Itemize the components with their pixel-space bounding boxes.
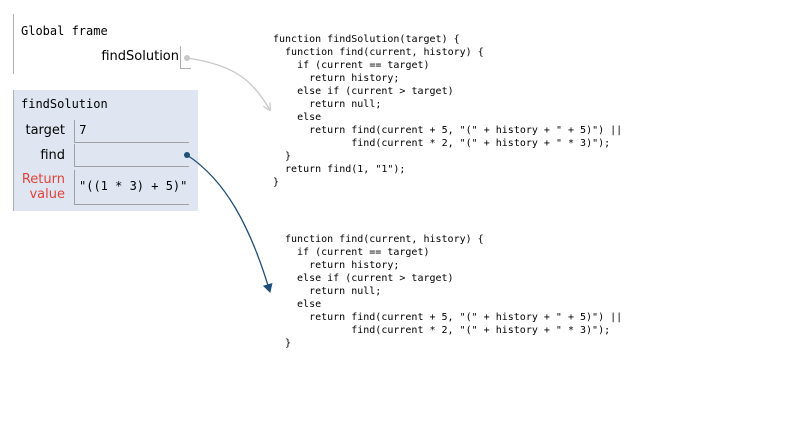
function-frame-title: findSolution — [21, 97, 108, 111]
pointer-find-arrow — [186, 154, 273, 293]
frame-var-target-box: 7 — [74, 120, 189, 143]
pointer-global-arrow — [186, 57, 270, 110]
return-value-label: Return value — [21, 172, 65, 202]
frame-var-find: find — [14, 142, 198, 168]
frame-return-value: Return value "((1 * 3) + 5)" — [14, 170, 198, 206]
global-frame-title: Global frame — [21, 24, 108, 38]
pointer-global-findSolution — [184, 55, 270, 110]
frame-var-target: target 7 — [14, 116, 198, 143]
function-frame-findSolution: findSolution target 7 find Return value … — [13, 90, 198, 211]
pointer-find — [184, 152, 273, 293]
frame-var-target-name: target — [25, 123, 65, 138]
frame-var-find-box — [74, 144, 189, 167]
function-object-findSolution-code: function findSolution(target) { function… — [273, 34, 623, 188]
function-object-find-code: function find(current, history) { if (cu… — [285, 234, 623, 349]
frame-var-find-name: find — [40, 148, 65, 163]
global-var-findSolution-value — [180, 46, 191, 69]
global-var-findSolution-name: findSolution — [101, 49, 179, 64]
frame-var-target-value: 7 — [79, 123, 87, 137]
global-frame: Global frame findSolution — [13, 14, 198, 74]
return-value-text: "((1 * 3) + 5)" — [79, 179, 188, 193]
return-value-box: "((1 * 3) + 5)" — [74, 170, 189, 205]
